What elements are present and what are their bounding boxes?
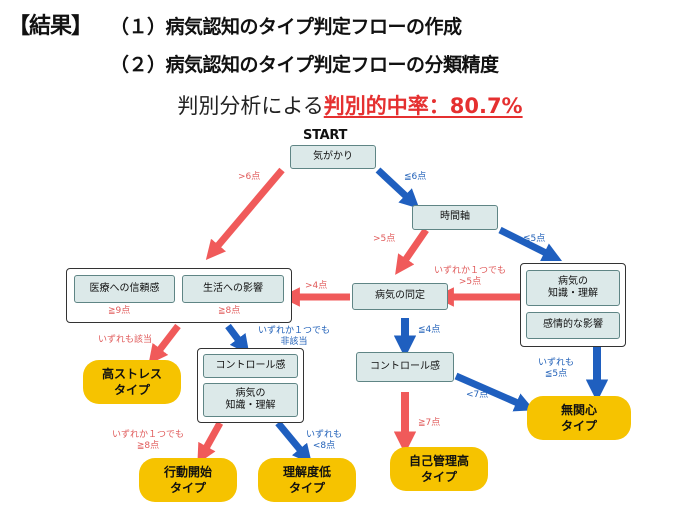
edge-label-ge9: ≧9点 bbox=[108, 306, 131, 316]
accuracy-prefix: 判別分析による bbox=[177, 94, 324, 118]
edge-label-any-one-ge8: いずれか１つでも ≧8点 bbox=[112, 430, 185, 451]
edge-label-lt7: <7点 bbox=[466, 390, 489, 400]
arrow-control-left-to-kodo bbox=[197, 421, 224, 464]
edge-label-all-lt8: いずれも <8点 bbox=[306, 430, 343, 451]
node-seikatsu-eikyo: 生活への影響 bbox=[182, 275, 284, 303]
arrow-left-group-to-control-left bbox=[225, 323, 250, 355]
node-iryo-shinrai: 医療への信頼感 bbox=[74, 275, 175, 303]
edge-label-gt5: >5点 bbox=[373, 234, 396, 244]
node-control-mid: コントロール感 bbox=[356, 352, 454, 382]
arrow-control-left-to-rikaido bbox=[275, 420, 312, 465]
accuracy-highlight: 判別的中率：80.7% bbox=[323, 94, 523, 118]
flow-start-label: START bbox=[303, 128, 348, 143]
node-jochoteki-eikyo: 感情的な影響 bbox=[526, 312, 620, 339]
result-heading: 【結果】 bbox=[8, 14, 93, 39]
edge-label-ge8: ≧8点 bbox=[218, 306, 241, 316]
arrow-kigakari-to-jikanjiku bbox=[375, 167, 420, 209]
edge-label-all-le5: いずれも ≦5点 bbox=[538, 358, 575, 379]
result-jiko-kanri: 自己管理高 タイプ bbox=[390, 447, 488, 491]
edge-label-le6: ≦6点 bbox=[404, 172, 427, 182]
node-chishiki-rikai-left: 病気の 知識・理解 bbox=[203, 383, 298, 417]
arrow-control-mid-to-mukanshin bbox=[454, 372, 535, 412]
accuracy-line: 判別分析による判別的中率：80.7% bbox=[0, 90, 700, 120]
edge-label-any-one-gt5: いずれか１つでも >5点 bbox=[434, 266, 507, 287]
edge-label-le5: ≦5点 bbox=[523, 234, 546, 244]
result-high-stress: 高ストレス タイプ bbox=[83, 360, 181, 404]
node-byoki-dotei: 病気の同定 bbox=[352, 283, 448, 310]
result-rikaido-tei: 理解度低 タイプ bbox=[258, 458, 356, 502]
node-kigakari: 気がかり bbox=[290, 145, 376, 169]
arrow-left-group-to-high-stress bbox=[148, 323, 181, 365]
arrow-jikanjiku-to-right-group bbox=[498, 226, 563, 262]
subtitle-2: （２）病気認知のタイプ判定フローの分類精度 bbox=[110, 54, 499, 76]
edge-label-any-one-not-applicable: いずれか１つでも 非該当 bbox=[258, 326, 331, 347]
edge-label-gt6: >6点 bbox=[238, 172, 261, 182]
result-mukanshin: 無関心 タイプ bbox=[527, 396, 631, 440]
arrow-jikanjiku-to-dotei bbox=[395, 228, 429, 275]
result-kodo-kaishi: 行動開始 タイプ bbox=[139, 458, 237, 502]
edge-label-gt4: >4点 bbox=[305, 281, 328, 291]
subtitle-1: （１）病気認知のタイプ判定フローの作成 bbox=[110, 16, 462, 38]
node-control-left: コントロール感 bbox=[203, 354, 298, 378]
edge-label-le4: ≦4点 bbox=[418, 325, 441, 335]
edge-label-all-applicable: いずれも該当 bbox=[98, 335, 153, 345]
arrow-kigakari-to-left-group bbox=[205, 167, 285, 260]
node-jikanjiku: 時間軸 bbox=[412, 205, 498, 230]
node-chishiki-rikai-right: 病気の 知識・理解 bbox=[526, 270, 620, 306]
edge-label-ge7: ≧7点 bbox=[418, 418, 441, 428]
